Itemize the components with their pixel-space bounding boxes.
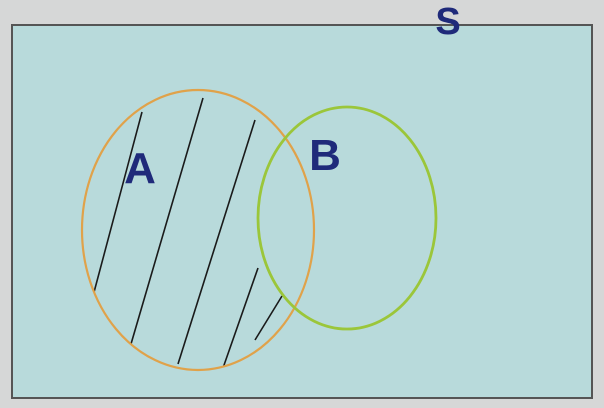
set-a-label: A <box>124 144 156 193</box>
hatch-line <box>92 111 143 297</box>
hatch-line <box>177 119 256 365</box>
universe-label: S <box>435 1 460 43</box>
universe-rectangle <box>11 24 593 399</box>
hatch-line <box>254 295 283 341</box>
hatch-lines <box>92 97 283 369</box>
set-b-label: B <box>309 131 341 180</box>
hatch-line <box>130 97 204 345</box>
hatch-line <box>222 267 259 369</box>
set-a-circle <box>80 88 316 372</box>
set-b-circle <box>256 105 438 331</box>
